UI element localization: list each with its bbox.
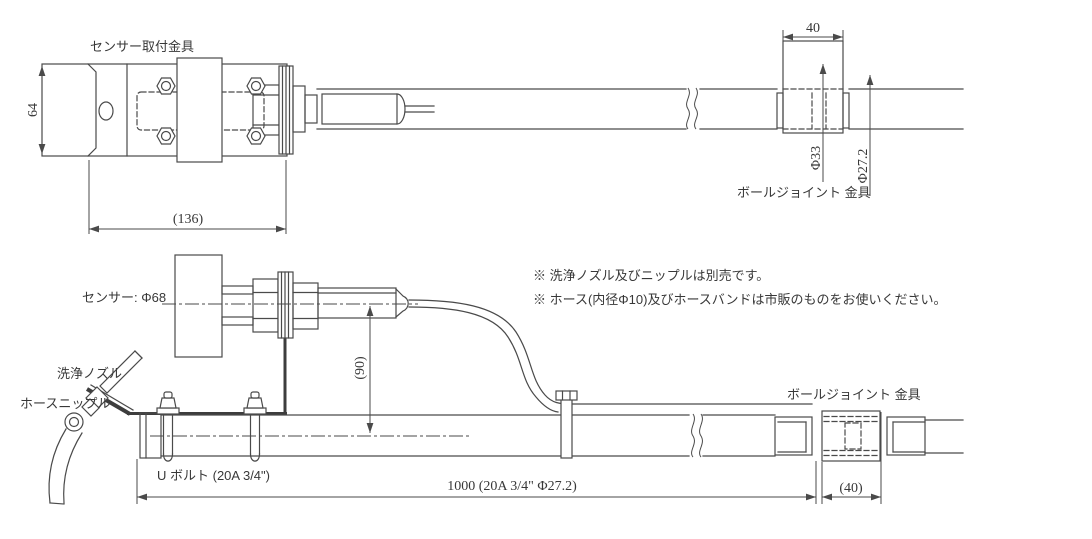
u-bolt bbox=[243, 391, 267, 462]
sensor-cable-side bbox=[408, 299, 813, 413]
dim-phi27-text: Φ27.2 bbox=[856, 149, 871, 184]
side-view: (90) 1000 (20A 3/4" Φ27.2) (40) センサー: Φ6… bbox=[20, 254, 964, 505]
sensor-stud bbox=[221, 285, 254, 295]
dim-phi33: Φ33 bbox=[809, 64, 827, 182]
ball-joint-label-bottom: ボールジョイント 金具 bbox=[787, 387, 921, 402]
dim-phi27: Φ27.2 bbox=[856, 75, 874, 196]
flange-nut bbox=[156, 77, 176, 95]
cleaning-nozzle-assembly bbox=[48, 350, 143, 505]
dim-40-top: 40 bbox=[782, 21, 844, 41]
ball-joint-side-view bbox=[821, 410, 881, 462]
dim-90: (90) bbox=[353, 306, 374, 433]
dim-136-text: (136) bbox=[173, 212, 204, 227]
dim-phi33-text: Φ33 bbox=[809, 146, 824, 170]
bracket-hole bbox=[98, 101, 114, 121]
cable-clamp bbox=[555, 390, 578, 459]
sensor-stud bbox=[221, 316, 254, 326]
dim-40-bottom: (40) bbox=[821, 412, 882, 504]
flange-nut bbox=[156, 127, 176, 145]
dim-1000-text: 1000 (20A 3/4" Φ27.2) bbox=[447, 479, 577, 494]
pipe-break-mark bbox=[691, 413, 695, 458]
notes: ※ 洗浄ノズル及びニップルは別売です。 ※ ホース(内径Φ10)及びホースバンド… bbox=[533, 268, 946, 307]
sensor-body-side bbox=[317, 287, 409, 319]
dim-90-text: (90) bbox=[353, 356, 368, 380]
dim-64: 64 bbox=[26, 66, 46, 154]
clamp-block bbox=[176, 57, 223, 163]
hex-fitting-left bbox=[252, 278, 279, 333]
pipe-break-mark bbox=[694, 87, 698, 130]
nozzle-fitting bbox=[81, 398, 100, 417]
dim-136: (136) bbox=[88, 160, 287, 234]
sensor-label: センサー: Φ68 bbox=[82, 290, 166, 305]
hose bbox=[63, 432, 83, 504]
bracket-bend-edge bbox=[87, 63, 97, 157]
dim-64-text: 64 bbox=[26, 103, 41, 117]
flange-nut bbox=[246, 77, 266, 95]
ball-joint-label-top: ボールジョイント 金具 bbox=[737, 185, 871, 200]
reducer-step bbox=[292, 85, 306, 133]
pipe-break-mark bbox=[686, 87, 690, 130]
dim-40-top-text: 40 bbox=[806, 21, 820, 36]
ubolt-label: U ボルト (20A 3/4") bbox=[157, 468, 270, 483]
sensor-top-view bbox=[321, 93, 435, 125]
pipe-coupler bbox=[774, 416, 813, 456]
hose bbox=[48, 428, 67, 504]
top-view: 64 (136) 40 Φ33 Φ27.2 センサー取付金具 ボールジョイント … bbox=[26, 21, 964, 234]
sensor-disc bbox=[174, 254, 223, 358]
pipe-side-view bbox=[139, 412, 813, 459]
nipple-label: ホースニップル bbox=[20, 396, 110, 411]
flange-nut bbox=[246, 127, 266, 145]
pipe-break-mark bbox=[699, 413, 703, 458]
note-line-2: ※ ホース(内径Φ10)及びホースバンドは市販のものをお使いください。 bbox=[533, 292, 946, 307]
pipe-top-view bbox=[316, 87, 964, 130]
hex-fitting-right bbox=[292, 282, 319, 330]
nozzle-label: 洗浄ノズル bbox=[57, 366, 122, 381]
note-line-1: ※ 洗浄ノズル及びニップルは別売です。 bbox=[533, 268, 769, 283]
ball-joint-top-view bbox=[776, 40, 850, 134]
hose-nipple-nut bbox=[64, 412, 84, 432]
dim-40-bottom-text: (40) bbox=[839, 481, 863, 496]
u-bolt bbox=[156, 391, 180, 462]
reducer-step bbox=[304, 94, 318, 124]
mounting-flange-side bbox=[277, 271, 294, 339]
pipe-stub bbox=[886, 416, 964, 456]
bracket-label: センサー取付金具 bbox=[90, 39, 194, 54]
mounting-flange bbox=[278, 65, 294, 155]
dim-1000: 1000 (20A 3/4" Φ27.2) bbox=[136, 459, 817, 504]
